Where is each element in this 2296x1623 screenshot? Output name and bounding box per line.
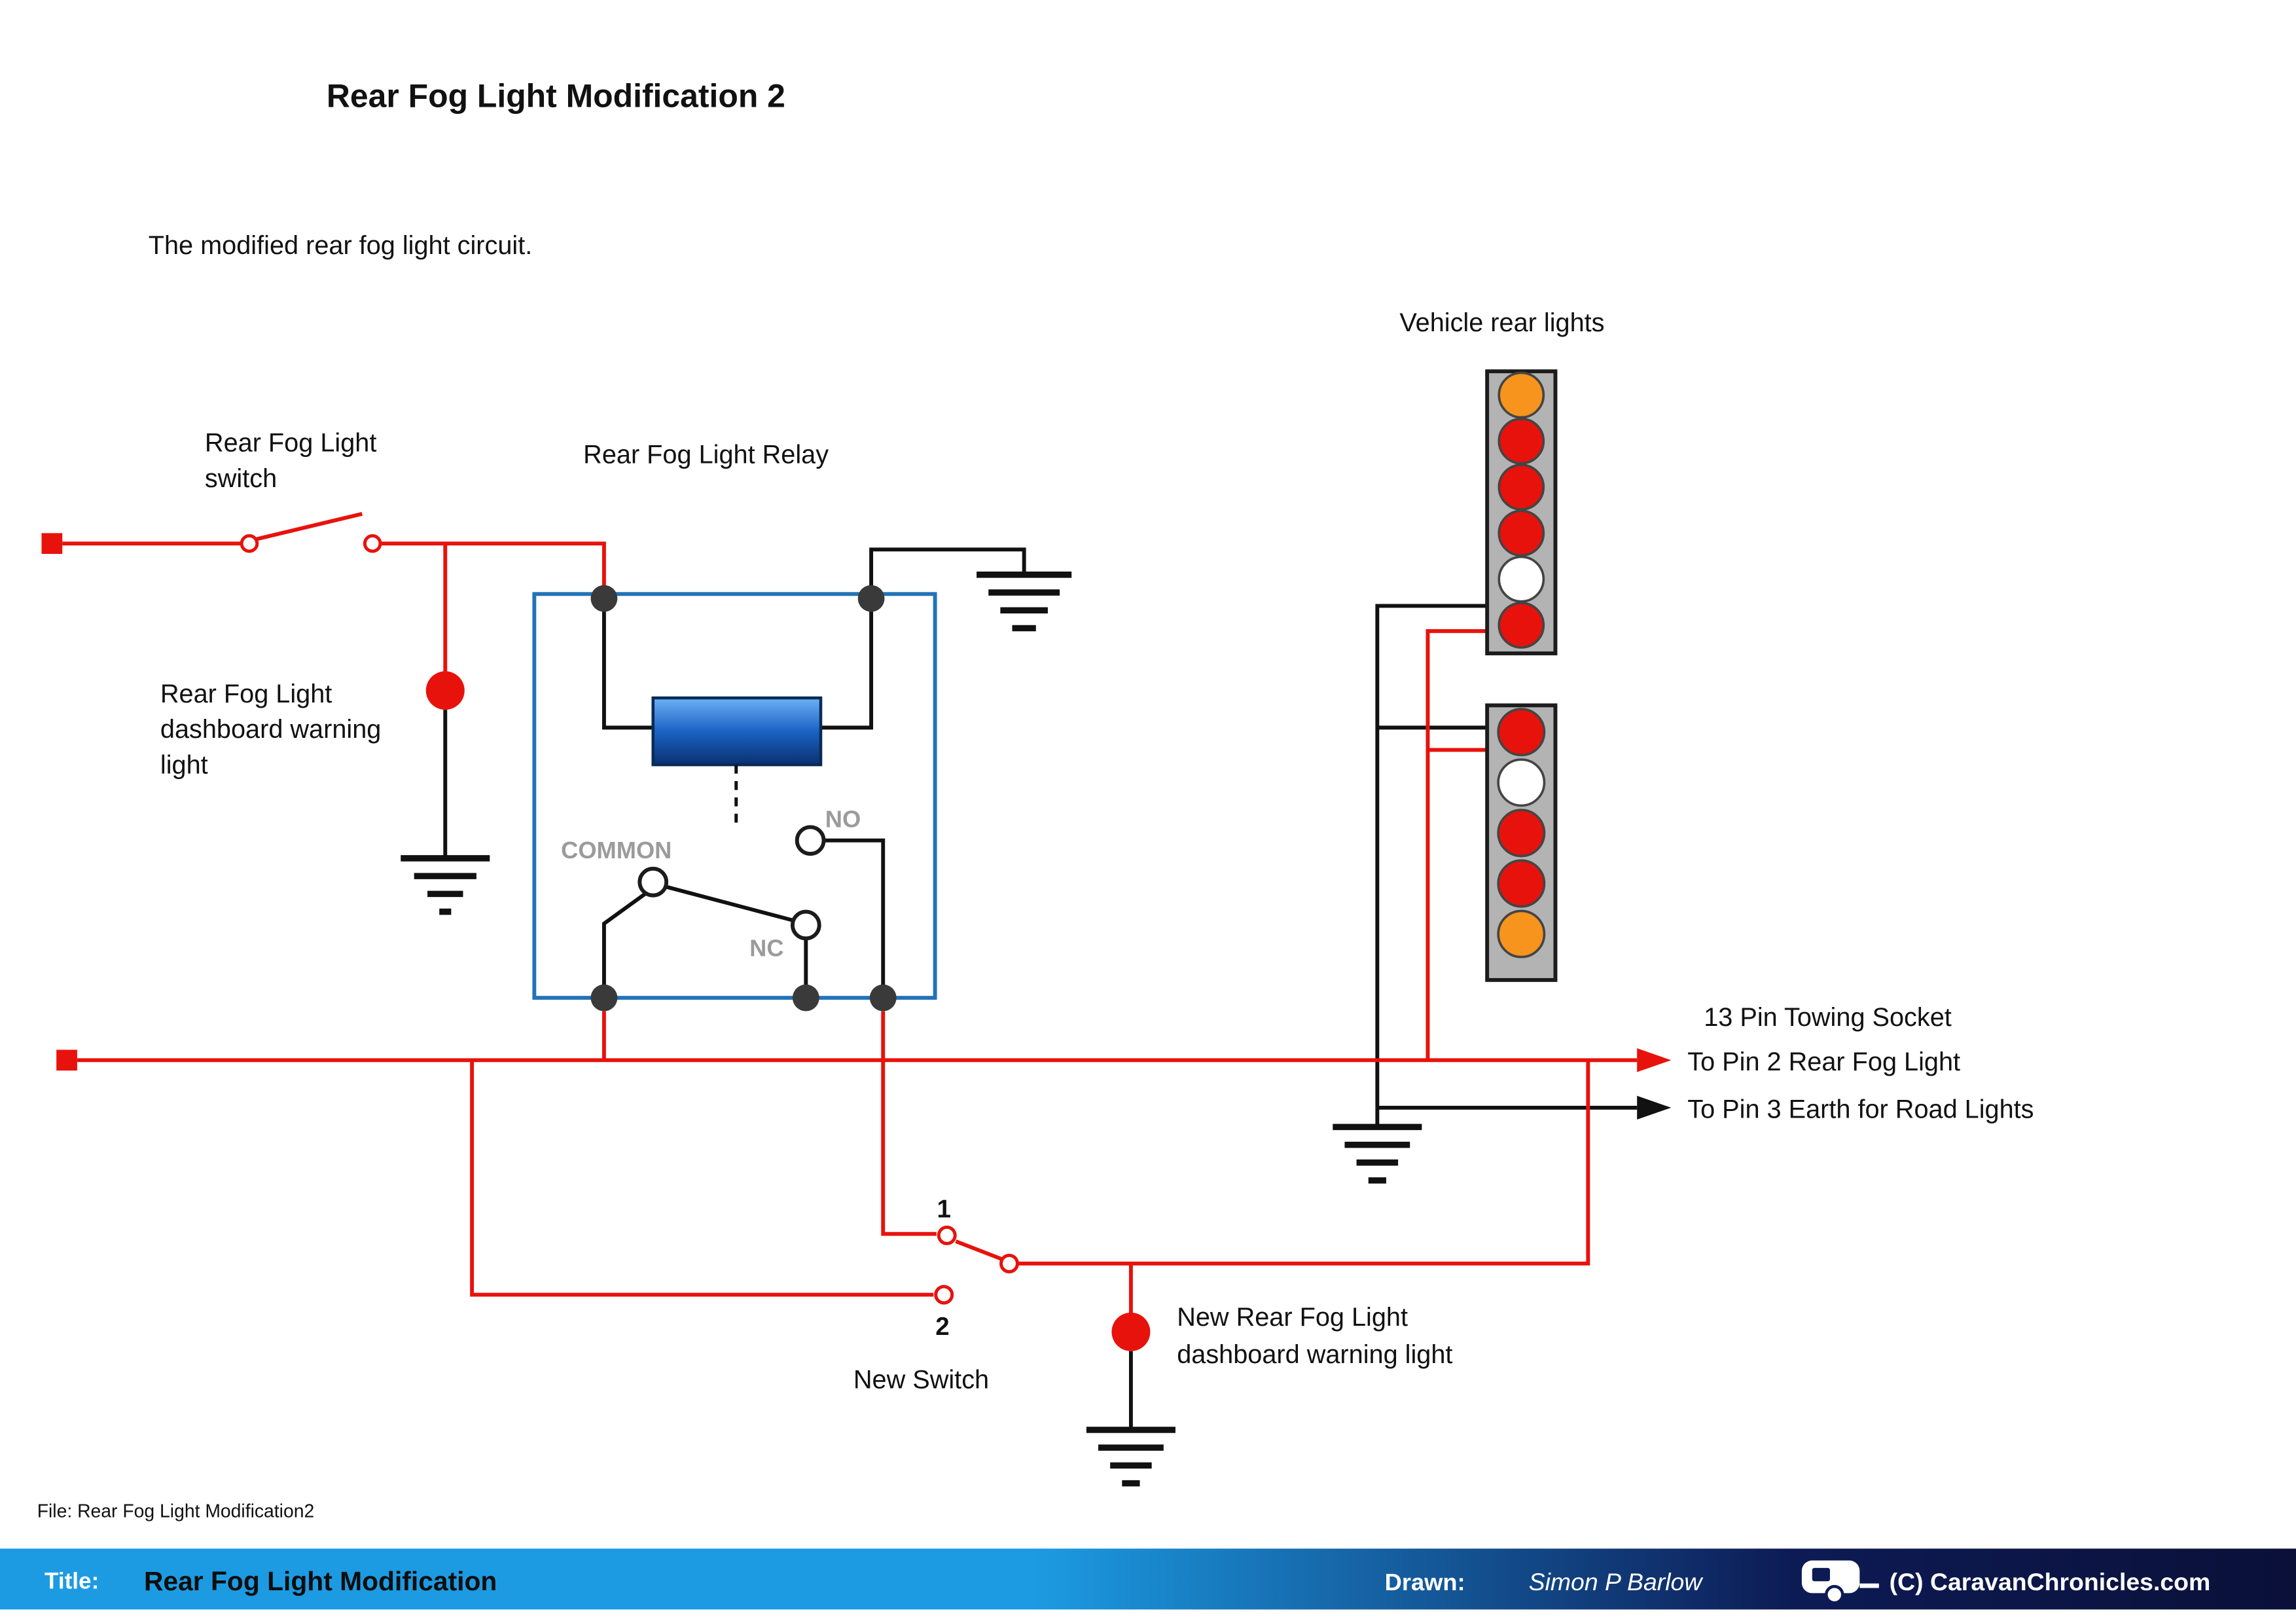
pin2-arrow-icon <box>1637 1048 1672 1072</box>
supply-terminal-bottom <box>56 1049 77 1071</box>
upper-lamp-3 <box>1498 464 1545 511</box>
fog-switch-label-line1: Rear Fog Light <box>205 429 376 458</box>
lower-lamp-5 <box>1497 909 1546 958</box>
new-warning-light-bulb <box>1111 1312 1151 1351</box>
relay-terminal-top-left <box>590 585 618 612</box>
ground-symbol-road-lights <box>1333 1123 1422 1184</box>
vehicle-rear-lights <box>1333 369 1672 1184</box>
red-wire-feed-to-contact2 <box>470 1060 934 1297</box>
red-wire-relay-to-contact1 <box>881 1011 937 1236</box>
upper-lamp-1 <box>1498 371 1545 419</box>
relay-terminal-bottom-right <box>869 984 897 1012</box>
footer-copyright: (C) CaravanChronicles.com <box>1890 1568 2211 1596</box>
towing-socket-labels: 13 Pin Towing Socket To Pin 2 Rear Fog L… <box>1687 1003 2034 1124</box>
new-switch-contact-2 <box>934 1285 954 1305</box>
rear-fog-light-relay: Rear Fog Light Relay COMMON NO NC <box>532 441 1072 1012</box>
new-warning-label-line1: New Rear Fog Light <box>1177 1303 1408 1332</box>
black-wire-coil-to-ground <box>869 547 1026 599</box>
fog-switch-label-line2: switch <box>205 464 277 493</box>
relay-no-label: NO <box>825 805 861 832</box>
relay-body <box>532 592 937 1000</box>
vehicle-rear-lights-label: Vehicle rear lights <box>1399 308 1604 337</box>
new-switch-contact-1 <box>937 1225 957 1245</box>
footer-background <box>0 1548 2296 1610</box>
dash-warning-label-line3: light <box>160 751 208 780</box>
relay-coil <box>651 696 823 767</box>
new-dashboard-warning-light: New Rear Fog Light dashboard warning lig… <box>1086 1263 1452 1487</box>
red-fog-wire-upper-cluster <box>1426 629 1488 1061</box>
pin3-label: To Pin 3 Earth for Road Lights <box>1687 1095 2034 1124</box>
upper-lamp-6 <box>1498 602 1545 649</box>
dashboard-warning-light: Rear Fog Light dashboard warning light <box>160 543 490 915</box>
upper-lamp-4 <box>1498 509 1545 557</box>
ground-symbol-new-warning <box>1086 1427 1175 1487</box>
relay-nc-contact <box>790 909 821 941</box>
towing-socket-label: 13 Pin Towing Socket <box>1704 1003 1952 1032</box>
new-switch: 1 2 New Switch <box>470 1011 1590 1394</box>
file-note: File: Rear Fog Light Modification2 <box>37 1501 315 1522</box>
wire-no-to-terminal <box>823 838 886 986</box>
relay-terminal-bottom-middle <box>792 984 819 1012</box>
relay-terminal-bottom-left <box>590 984 618 1012</box>
footer-bar: Title: Rear Fog Light Modification Drawn… <box>0 1548 2296 1610</box>
coil-wire-left <box>601 608 653 730</box>
lower-lamp-2 <box>1497 758 1546 807</box>
red-wire-switch-to-pin2 <box>1016 1060 1590 1266</box>
subtitle: The modified rear fog light circuit. <box>149 231 533 260</box>
rear-fog-light-switch: Rear Fog Light switch <box>41 429 606 591</box>
relay-common-contact <box>637 866 669 898</box>
new-switch-label: New Switch <box>853 1365 989 1394</box>
wire-common-to-terminal <box>601 890 649 986</box>
relay-common-label: COMMON <box>561 837 672 864</box>
pin3-arrow-icon <box>1637 1095 1672 1120</box>
footer-title-label: Title: <box>45 1569 99 1594</box>
relay-armature <box>664 884 795 923</box>
ground-symbol-relay <box>977 572 1072 632</box>
ground-symbol-warning-light <box>401 855 490 915</box>
pin2-label: To Pin 2 Rear Fog Light <box>1687 1048 1960 1076</box>
new-switch-pivot <box>999 1254 1019 1273</box>
dash-warning-label-line1: Rear Fog Light <box>160 680 332 708</box>
coil-wire-right <box>820 608 874 730</box>
relay-nc-label: NC <box>749 935 783 962</box>
page-title: Rear Fog Light Modification 2 <box>327 78 785 115</box>
main-feed-line <box>56 1011 1672 1072</box>
dash-warning-label-line2: dashboard warning <box>160 715 381 744</box>
upper-lamp-2 <box>1498 417 1545 465</box>
lower-lamp-1 <box>1497 708 1546 757</box>
switch-contact-left <box>240 534 259 553</box>
contact2-label: 2 <box>935 1313 949 1341</box>
caravan-icon <box>1801 1560 1879 1605</box>
relay-label: Rear Fog Light Relay <box>583 441 829 469</box>
switch-contact-right <box>363 534 382 553</box>
black-earth-wire-upper-cluster <box>1375 604 1488 1108</box>
footer-drawn-label: Drawn: <box>1385 1569 1465 1596</box>
warning-light-bulb <box>425 671 465 710</box>
supply-terminal-top <box>41 533 63 555</box>
relay-no-contact <box>795 825 826 856</box>
footer-title-value: Rear Fog Light Modification <box>144 1566 497 1596</box>
footer-drawn-value: Simon P Barlow <box>1529 1568 1704 1596</box>
lower-lamp-3 <box>1497 809 1546 858</box>
red-wire-switch-to-relay <box>380 541 606 591</box>
relay-terminal-top-right <box>857 585 885 612</box>
lower-lamp-4 <box>1497 859 1546 908</box>
switch-lever <box>256 511 363 541</box>
new-switch-lever <box>955 1239 1003 1261</box>
new-warning-label-line2: dashboard warning light <box>1177 1340 1452 1369</box>
contact1-label: 1 <box>937 1195 950 1224</box>
upper-lamp-5 <box>1498 555 1545 603</box>
